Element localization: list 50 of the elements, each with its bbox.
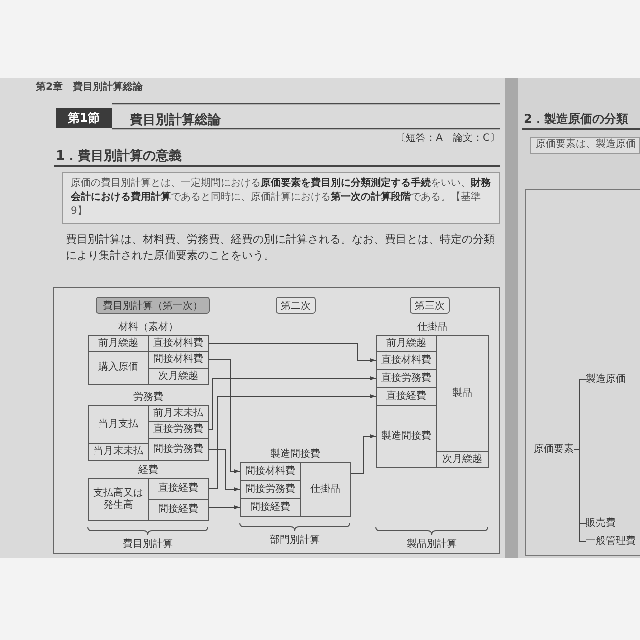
account-entry: 仕掛品 xyxy=(300,462,351,517)
section-heading: 2．製造原価の分類 xyxy=(522,111,640,130)
account-entry: 間接労務費 xyxy=(148,438,209,461)
tree-label: 販売費 xyxy=(586,517,616,531)
section-heading: 1．費目別計算の意義 xyxy=(54,147,500,167)
account-title: 労務費 xyxy=(134,391,164,404)
account-entry: 直接経費 xyxy=(148,478,209,500)
account-entry: 前月末未払 xyxy=(148,405,209,422)
definition-panel: 原価の費目別計算とは、一定期間における原価要素を費目別に分類測定する手続をいい、財務会計における費用計算であると同時に、原価計算における第一次の計算段階である。【基準9】 xyxy=(62,172,500,224)
account-title: 経費 xyxy=(138,464,158,477)
account-entry: 購入原価 xyxy=(88,351,149,385)
account-entry: 支払高又は発生高 xyxy=(88,478,149,521)
account-title: 材料（素材） xyxy=(118,321,178,334)
flow-arrow xyxy=(350,434,376,474)
brace-label: 費目別計算 xyxy=(123,538,173,551)
section-number-tab: 第1節 xyxy=(56,108,112,128)
stage-tag: 費目別計算（第一次） xyxy=(96,297,210,314)
account-entry: 間接経費 xyxy=(240,498,301,517)
running-header: 第2章 費目別計算総論 xyxy=(36,80,143,94)
account-entry: 製品 xyxy=(436,335,489,452)
account-entry: 前月繰越 xyxy=(376,335,437,352)
account-title: 仕掛品 xyxy=(418,321,448,334)
exam-rank-note: 〔短答：A 論文：C〕 xyxy=(396,133,500,145)
brace-label: 部門別計算 xyxy=(270,534,320,547)
summary-panel: 原価要素は、製造原価 xyxy=(530,137,640,154)
flow-arrow xyxy=(208,360,240,474)
flow-arrow xyxy=(208,394,376,490)
account-entry: 製造間接費 xyxy=(376,405,437,468)
account-title: 製造間接費 xyxy=(270,448,320,461)
flow-arrow xyxy=(208,343,376,363)
brace-label: 製品別計算 xyxy=(407,538,457,551)
section-title: 費目別計算総論 xyxy=(130,112,221,129)
account-entry: 当月末未払 xyxy=(88,443,149,461)
tree-label: 原価要素 xyxy=(534,443,574,457)
account-entry: 次月繰越 xyxy=(148,368,209,385)
flow-arrow xyxy=(208,449,240,492)
account-entry: 当月支払 xyxy=(88,405,149,444)
account-entry: 間接経費 xyxy=(148,499,209,521)
tree-branch-line xyxy=(574,450,586,542)
flow-arrow xyxy=(208,505,240,510)
stage-tag: 第三次 xyxy=(410,297,450,314)
account-entry: 直接材料費 xyxy=(148,335,209,352)
body-paragraph: 費目別計算は、材料費、労務費、経費の別に計算される。なお、費目とは、特定の分類により集計された原価要素のことをいう。 xyxy=(66,232,496,264)
tree-label: 一般管理費 xyxy=(586,535,636,549)
account-entry: 次月繰越 xyxy=(436,451,489,468)
account-entry: 間接材料費 xyxy=(240,462,301,481)
account-entry: 前月繰越 xyxy=(88,335,149,352)
flow-arrow xyxy=(208,376,376,430)
tree-label: 製造原価 xyxy=(586,373,626,387)
stage-tag: 第二次 xyxy=(276,297,316,314)
